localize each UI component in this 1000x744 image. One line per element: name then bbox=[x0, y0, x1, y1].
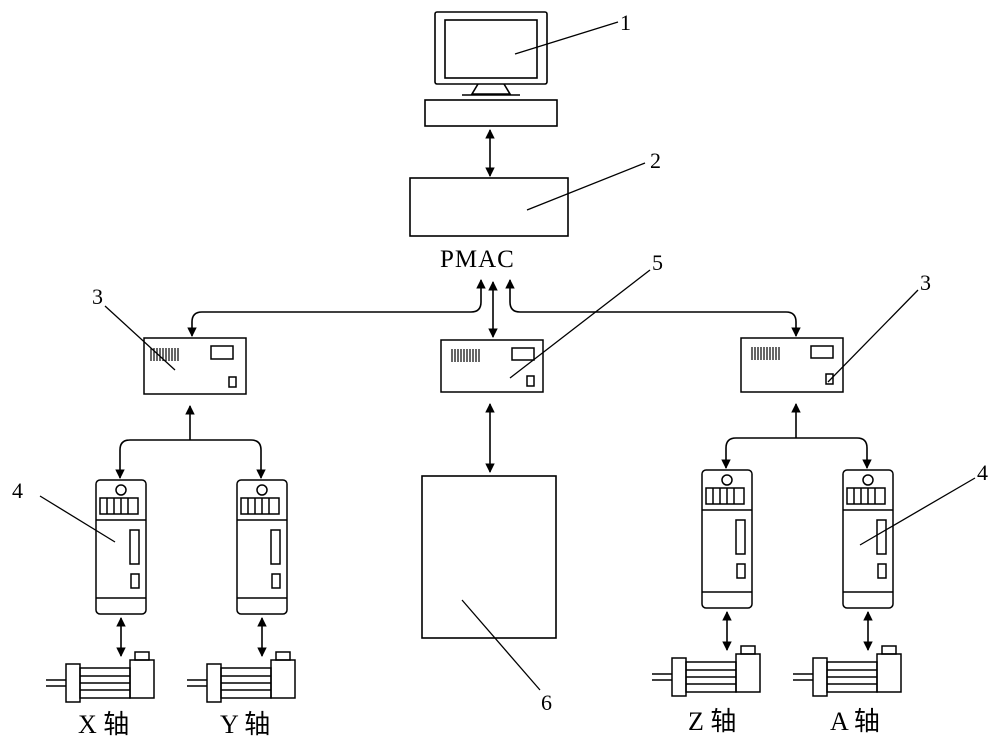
callout-3-right: 3 bbox=[920, 270, 931, 295]
right-driver-links bbox=[721, 403, 872, 469]
driver-motor-links bbox=[116, 611, 873, 657]
axis-label-z: Z 轴 bbox=[688, 707, 736, 736]
callout-6: 6 bbox=[541, 690, 552, 715]
servo-driver-a-callout-line bbox=[859, 477, 976, 546]
left-driver-links bbox=[115, 405, 266, 479]
right-amplifier-callout-line bbox=[827, 289, 919, 383]
servo-driver-x-callout-line bbox=[39, 495, 116, 543]
motor-z bbox=[652, 645, 761, 697]
motor-a bbox=[793, 645, 902, 697]
center-unit bbox=[421, 475, 557, 639]
axis-label-y: Y 轴 bbox=[220, 710, 270, 739]
servo-driver-a bbox=[842, 469, 894, 609]
callout-3-left: 3 bbox=[92, 284, 103, 309]
center-unit-callout-line bbox=[461, 599, 541, 691]
servo-driver-y bbox=[236, 479, 288, 615]
axis-label-a: A 轴 bbox=[830, 707, 880, 736]
computer-callout-line bbox=[514, 21, 619, 55]
right-amplifier bbox=[740, 337, 844, 393]
callout-4-right: 4 bbox=[977, 460, 988, 485]
servo-driver-z bbox=[701, 469, 753, 609]
computer-icon bbox=[424, 11, 558, 127]
servo-driver-x bbox=[95, 479, 147, 615]
pmac-card bbox=[409, 177, 569, 237]
callout-4-left: 4 bbox=[12, 478, 23, 503]
pmac-fanout-links bbox=[187, 279, 801, 338]
center-amplifier-callout-line bbox=[509, 269, 651, 379]
center-amplifier bbox=[440, 339, 544, 393]
left-amplifier-callout-line bbox=[104, 305, 176, 371]
callout-5: 5 bbox=[652, 250, 663, 275]
callout-2: 2 bbox=[650, 148, 661, 173]
pmac-callout-line bbox=[526, 162, 646, 211]
motor-y bbox=[187, 651, 296, 703]
pmac-label: PMAC bbox=[440, 246, 515, 273]
left-amplifier bbox=[143, 337, 247, 395]
callout-1: 1 bbox=[620, 10, 631, 35]
axis-label-x: X 轴 bbox=[78, 710, 129, 739]
motor-x bbox=[46, 651, 155, 703]
